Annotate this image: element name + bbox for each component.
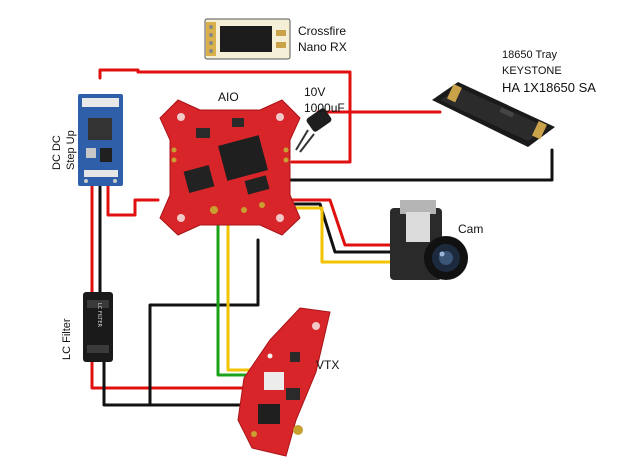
vtx-board xyxy=(237,307,331,457)
svg-text:LC FILTER: LC FILTER xyxy=(96,303,102,328)
tray-label-line2: KEYSTONE xyxy=(502,65,562,77)
capacitor-label-line1: 10V xyxy=(304,85,326,99)
capacitor xyxy=(295,108,332,153)
vtx-label: VTX xyxy=(316,358,340,372)
wire-green-aio-vtx xyxy=(216,216,252,377)
crossfire-module xyxy=(204,18,291,60)
wire-red-top-loop xyxy=(98,68,352,164)
tray-label-line3: HA 1X18650 SA xyxy=(502,80,596,95)
tray-label-line1: 18650 Tray xyxy=(502,49,558,61)
aio-board xyxy=(159,99,301,236)
lc-filter-label: LC Filter xyxy=(61,318,73,360)
wire-black-aio-vtx xyxy=(148,238,260,407)
wire-red-lc-vtx xyxy=(90,358,247,390)
dcdc-label-line2: Step Up xyxy=(65,130,77,170)
wire-yellow-aio-vtx xyxy=(226,216,252,372)
wire-black-lc-vtx xyxy=(102,358,252,407)
wire-red-aio-cam xyxy=(266,198,397,247)
crossfire-label-line1: Crossfire xyxy=(298,24,347,38)
wire-red-dcdc-aio xyxy=(106,183,160,217)
aio-label: AIO xyxy=(218,90,239,104)
crossfire-label-line2: Nano RX xyxy=(298,40,347,54)
wire-black-battery xyxy=(286,148,554,182)
camera xyxy=(390,200,468,280)
dcdc-module xyxy=(78,94,123,186)
capacitor-label-line2: 1000uF xyxy=(304,101,345,115)
cam-label: Cam xyxy=(458,222,484,236)
battery-tray xyxy=(432,82,555,147)
lc-filter-module: LC FILTER xyxy=(83,292,113,362)
dcdc-label-line1: DC DC xyxy=(51,135,63,170)
